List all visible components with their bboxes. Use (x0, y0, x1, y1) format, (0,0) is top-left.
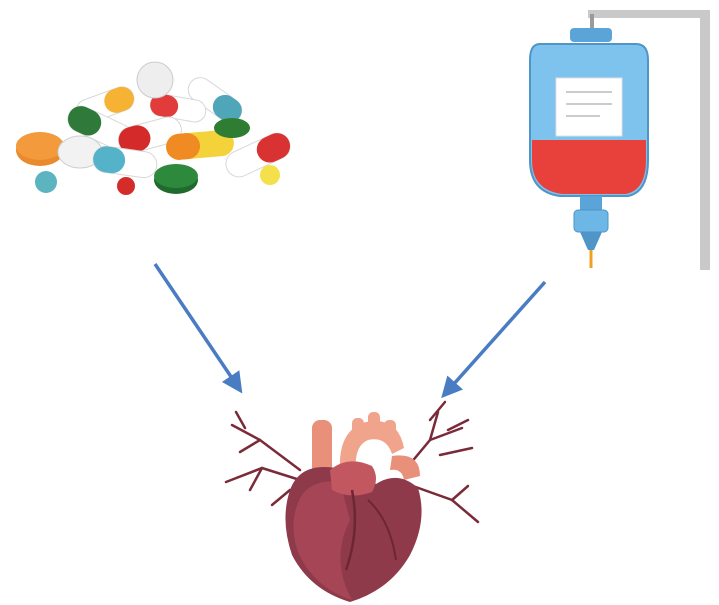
arrow-pills-to-heart (155, 264, 240, 390)
pills-pile-icon (16, 62, 294, 195)
anatomical-heart-icon (226, 402, 478, 602)
iv-drip-bag-icon (530, 10, 710, 270)
arrow-iv-to-heart (444, 282, 545, 395)
